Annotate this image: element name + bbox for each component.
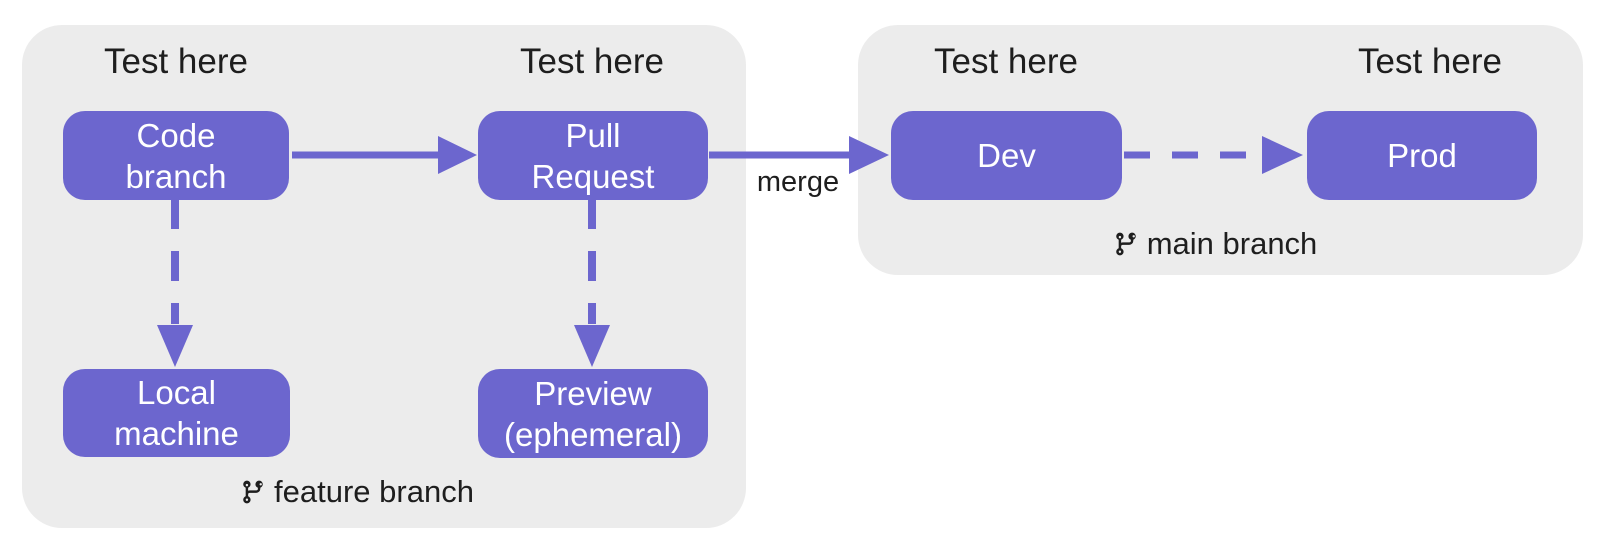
node-code-branch: Code branch (63, 111, 289, 200)
node-prod: Prod (1307, 111, 1537, 200)
node-local-machine: Local machine (63, 369, 290, 457)
git-branch-icon (240, 479, 266, 505)
test-here-label-code: Test here (104, 42, 248, 81)
main-branch-label: main branch (1040, 226, 1390, 262)
git-branch-icon (1113, 231, 1139, 257)
test-here-label-pull: Test here (520, 42, 664, 81)
feature-branch-label-text: feature branch (274, 474, 474, 509)
main-branch-label-text: main branch (1146, 226, 1318, 261)
node-preview: Preview (ephemeral) (478, 369, 708, 458)
merge-edge-label: merge (756, 166, 840, 198)
test-here-label-prod: Test here (1358, 42, 1502, 81)
test-here-label-dev: Test here (934, 42, 1078, 81)
node-dev: Dev (891, 111, 1122, 200)
node-pull-request: Pull Request (478, 111, 708, 200)
feature-branch-label: feature branch (182, 474, 532, 510)
